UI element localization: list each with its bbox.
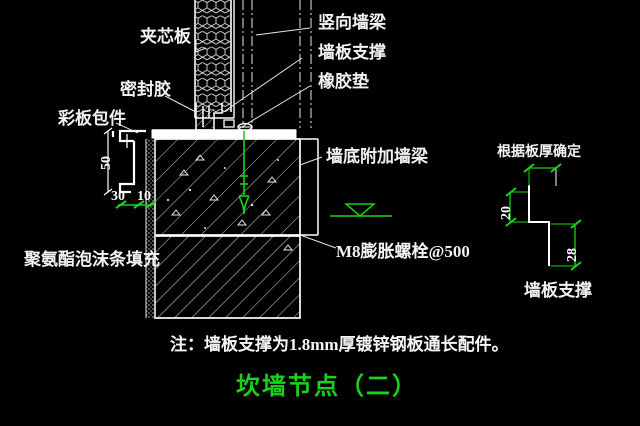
grade-level-symbol bbox=[330, 203, 392, 217]
label-rubber-pad: 橡胶垫 bbox=[318, 72, 369, 91]
dimension-label-30: 30 bbox=[111, 189, 125, 204]
dimension-label-10: 10 bbox=[137, 189, 151, 204]
label-expansion-bolt: M8膨胀螺栓@500 bbox=[336, 242, 470, 261]
detail-dimension-label-20: 20 bbox=[499, 206, 514, 220]
foundation-cap-plate bbox=[151, 129, 297, 139]
centerline-vertical bbox=[242, 0, 312, 128]
pu-foam-strip bbox=[145, 139, 156, 318]
detail-caption-wall-panel-support: 墙板支撑 bbox=[524, 281, 592, 300]
label-wall-bottom-extra-beam: 墙底附加墙梁 bbox=[326, 147, 428, 166]
concrete-knee-wall bbox=[154, 138, 301, 319]
detail-dim-28 bbox=[551, 219, 582, 271]
rubber-pad-geometry bbox=[223, 119, 253, 132]
detail-dim-20 bbox=[505, 187, 528, 227]
label-color-plate-trim: 彩板包件 bbox=[58, 109, 126, 128]
detail-dim-top bbox=[523, 163, 562, 186]
label-sealant: 密封胶 bbox=[120, 80, 171, 99]
drawing-title: 坎墙节点（二） bbox=[236, 374, 418, 400]
dimension-label-50: 50 bbox=[99, 156, 114, 170]
label-vertical-wall-beam: 竖向墙梁 bbox=[318, 13, 386, 32]
expansion-bolt-green bbox=[238, 131, 250, 215]
label-sandwich-panel: 夹芯板 bbox=[140, 27, 191, 46]
drawing-note: 注：墙板支撑为1.8mm厚镀锌钢板通长配件。 bbox=[170, 335, 509, 354]
color-plate-trim-profile bbox=[111, 129, 146, 194]
right-return-wall bbox=[300, 138, 319, 236]
detail-label-top-note: 根据板厚确定 bbox=[497, 145, 581, 160]
detail-z-profile bbox=[528, 185, 550, 266]
dimension-50 bbox=[103, 127, 113, 196]
label-pu-foam-fill: 聚氨酯泡沫条填充 bbox=[24, 250, 160, 269]
label-wall-panel-support: 墙板支撑 bbox=[318, 43, 386, 62]
leader-lines bbox=[115, 27, 337, 249]
dimension-30-10 bbox=[115, 200, 157, 209]
detail-dimension-label-28: 28 bbox=[565, 248, 580, 262]
sandwich-panel-geometry bbox=[194, 0, 235, 119]
